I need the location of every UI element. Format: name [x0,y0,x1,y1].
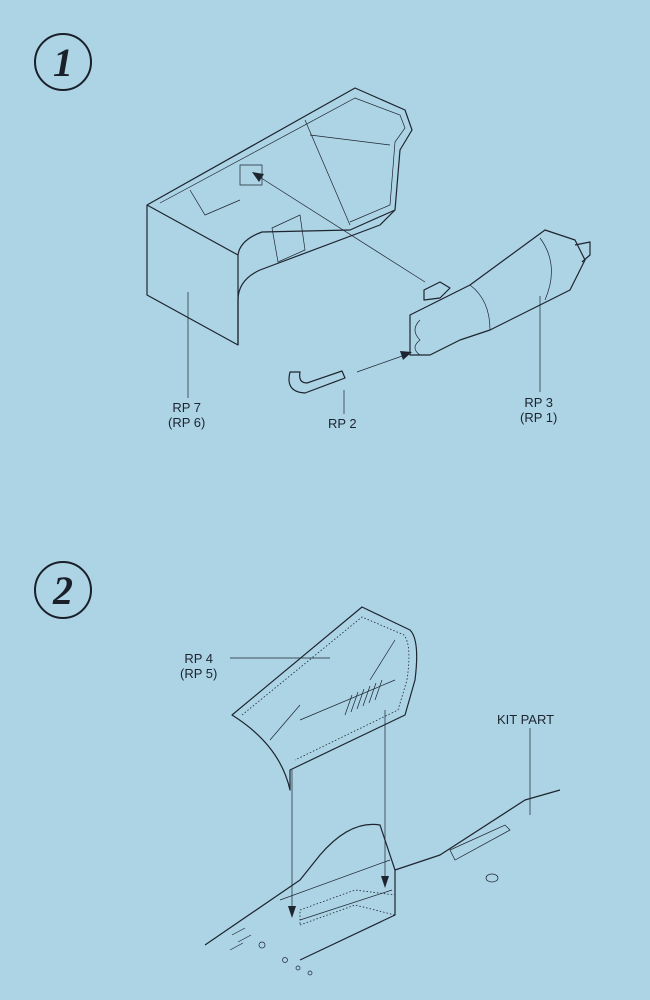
fuselage-kit-part-drawing [204,789,561,976]
tube-rp2-drawing [288,370,346,394]
step1-leaders [187,292,541,414]
label-rp3-text: RP 3 [524,395,553,410]
cover-rp4-drawing [231,606,418,791]
label-rp2: RP 2 [328,416,357,431]
step1-arrows [252,172,426,373]
housing-rp7-drawing [146,87,413,346]
label-rp3: RP 3 (RP 1) [520,395,557,425]
gun-rp3-drawing [409,229,591,356]
label-rp4-text: RP 4 [184,651,213,666]
label-kit-part: KIT PART [497,712,555,727]
label-rp7: RP 7 (RP 6) [168,400,205,430]
label-rp1-text: (RP 1) [520,410,558,425]
step2-leaders [230,657,531,815]
label-rp7-text: RP 7 [172,400,201,415]
step2-arrows [288,710,389,918]
label-rp5-text: (RP 5) [180,666,218,681]
label-rp6-text: (RP 6) [168,415,206,430]
step-2-badge: 2 [34,561,92,619]
step-1-badge: 1 [34,33,92,91]
label-rp4: RP 4 (RP 5) [180,651,217,681]
